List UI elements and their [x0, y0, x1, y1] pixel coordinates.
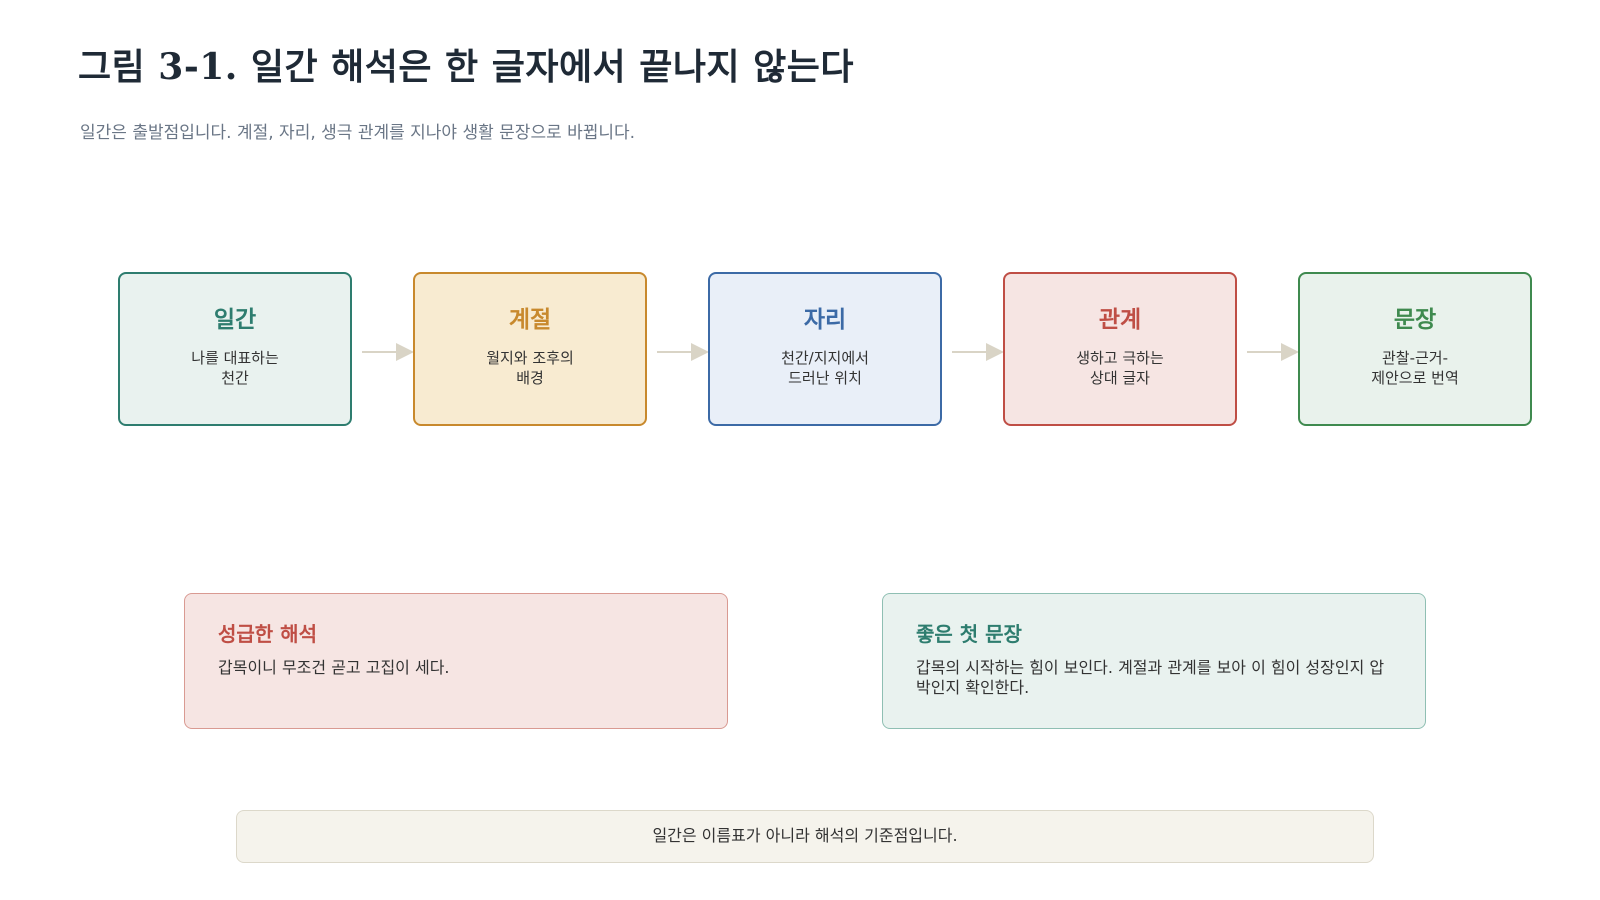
arrow-right-icon	[657, 343, 709, 361]
arrow-right-icon	[1247, 343, 1299, 361]
flow-step-position: 자리 천간/지지에서 드러난 위치	[708, 272, 942, 426]
figure-title: 그림 3-1. 일간 해석은 한 글자에서 끝나지 않는다	[78, 46, 854, 88]
good-first-sentence-card: 좋은 첫 문장 갑목의 시작하는 힘이 보인다. 계절과 관계를 보아 이 힘이…	[882, 593, 1426, 729]
flow-step-description: 나를 대표하는 천간	[191, 349, 279, 387]
flow-step-description: 생하고 극하는 상대 글자	[1076, 349, 1164, 387]
arrow-right-icon	[952, 343, 1004, 361]
note-title: 성급한 해석	[218, 622, 317, 646]
note-title: 좋은 첫 문장	[916, 622, 1022, 646]
hasty-interpretation-card: 성급한 해석 갑목이니 무조건 곧고 고집이 세다.	[184, 593, 728, 729]
flow-step-description: 관찰-근거- 제안으로 번역	[1371, 349, 1459, 387]
flow-step-title: 일간	[213, 307, 257, 333]
flow-step-season: 계절 월지와 조후의 배경	[413, 272, 647, 426]
flow-step-ilgan: 일간 나를 대표하는 천간	[118, 272, 352, 426]
flow-step-relation: 관계 생하고 극하는 상대 글자	[1003, 272, 1237, 426]
flow-step-title: 계절	[508, 307, 552, 333]
flow-step-title: 관계	[1098, 307, 1142, 333]
flow-step-title: 문장	[1393, 307, 1437, 333]
note-body: 갑목이니 무조건 곧고 고집이 세다.	[218, 658, 450, 677]
flow-step-description: 월지와 조후의 배경	[486, 349, 574, 387]
footer-summary: 일간은 이름표가 아니라 해석의 기준점입니다.	[236, 810, 1374, 863]
flow-step-title: 자리	[803, 307, 847, 333]
note-body: 갑목의 시작하는 힘이 보인다. 계절과 관계를 보아 이 힘이 성장인지 압박…	[916, 658, 1385, 697]
flow-step-sentence: 문장 관찰-근거- 제안으로 번역	[1298, 272, 1532, 426]
arrow-right-icon	[362, 343, 414, 361]
figure-subtitle: 일간은 출발점입니다. 계절, 자리, 생극 관계를 지나야 생활 문장으로 바…	[80, 123, 636, 143]
flow-step-description: 천간/지지에서 드러난 위치	[781, 349, 869, 387]
